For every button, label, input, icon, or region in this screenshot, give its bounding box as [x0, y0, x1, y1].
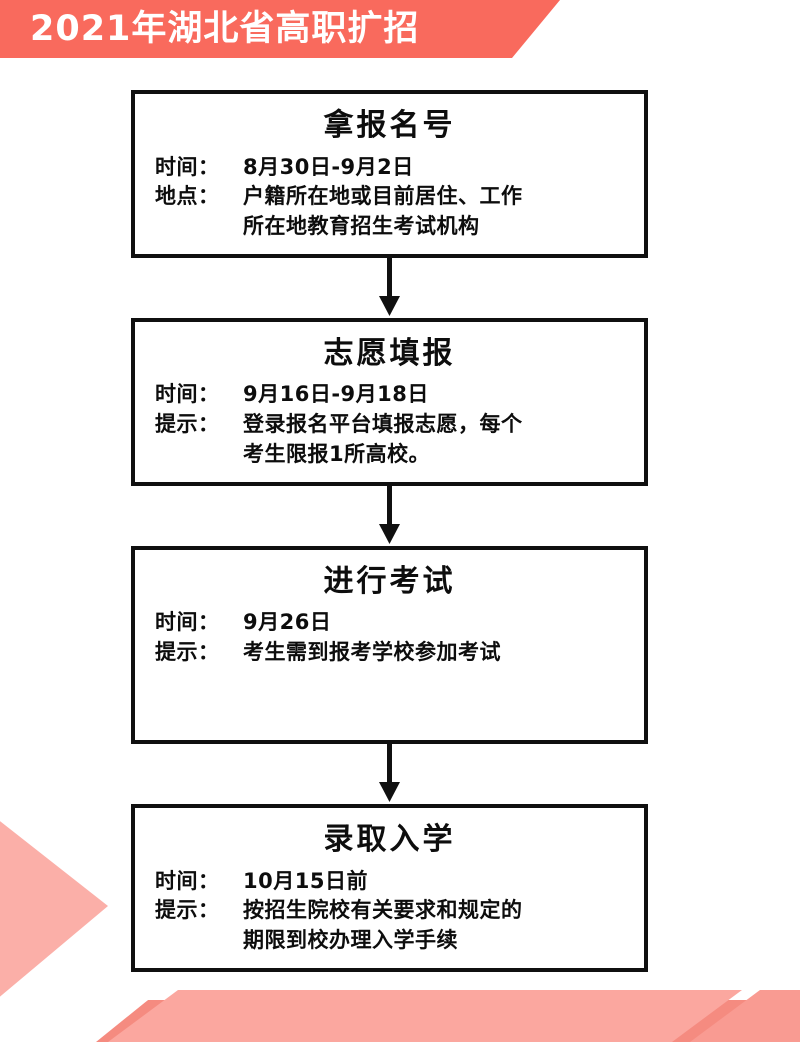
step-spacer — [155, 668, 630, 728]
row-label: 地点： — [155, 184, 220, 209]
row-value-line: 10月15日前 — [243, 868, 368, 893]
row-value-line: 考生限报1所高校。 — [243, 442, 431, 467]
down-arrow-icon — [379, 744, 400, 802]
bottom-band-under — [88, 1000, 800, 1042]
row-value-line: 9月16日-9月18日 — [243, 382, 429, 407]
row-value: 10月15日前 — [243, 867, 630, 897]
flow-connector-3 — [131, 744, 648, 804]
row-value-line: 户籍所在地或目前居住、工作 — [243, 184, 523, 209]
page-title: 2021年湖北省高职扩招 — [30, 9, 420, 49]
process-flow: 拿报名号 时间： 8月30日-9月2日 地点： 户籍所在地或目前居住、工作 所在… — [131, 90, 648, 972]
row-label: 提示： — [155, 898, 220, 923]
step-title-4: 录取入学 — [323, 822, 456, 857]
step-rows-2: 时间： 9月16日-9月18日 提示： 登录报名平台填报志愿，每个 考生限报1所… — [135, 380, 644, 469]
bottom-band-left-wedge — [0, 1000, 148, 1042]
row-value-line: 所在地教育招生考试机构 — [243, 214, 480, 239]
step-rows-1: 时间： 8月30日-9月2日 地点： 户籍所在地或目前居住、工作 所在地教育招生… — [135, 153, 644, 242]
pink-triangle-right-icon — [0, 821, 108, 997]
step-card-3: 进行考试 时间： 9月26日 提示： 考生需到报考学校参加考试 — [131, 545, 648, 744]
step-title-1: 拿报名号 — [323, 108, 456, 143]
step-row: 时间： 8月30日-9月2日 — [155, 153, 630, 183]
banner-shape — [0, 0, 560, 58]
row-value: 考生需到报考学校参加考试 — [243, 638, 630, 668]
step-row: 提示： 考生需到报考学校参加考试 — [155, 638, 630, 668]
row-label: 时间： — [155, 610, 220, 635]
row-value-line: 期限到校办理入学手续 — [243, 928, 458, 953]
step-title-3: 进行考试 — [323, 563, 456, 599]
step-row: 提示： 按招生院校有关要求和规定的 期限到校办理入学手续 — [155, 896, 630, 956]
row-value-line: 9月26日 — [243, 610, 332, 635]
step-rows-3: 时间： 9月26日 提示： 考生需到报考学校参加考试 — [135, 608, 644, 728]
row-value: 登录报名平台填报志愿，每个 考生限报1所高校。 — [243, 410, 630, 470]
row-label: 时间： — [155, 868, 220, 893]
row-label: 提示： — [155, 412, 220, 437]
down-arrow-icon — [379, 257, 400, 316]
flow-connector-1 — [131, 257, 648, 318]
row-value: 户籍所在地或目前居住、工作 所在地教育招生考试机构 — [243, 182, 630, 242]
row-value: 按招生院校有关要求和规定的 期限到校办理入学手续 — [243, 896, 630, 956]
down-arrow-icon — [379, 485, 400, 544]
step-row: 时间： 9月16日-9月18日 — [155, 380, 630, 410]
row-label: 时间： — [155, 382, 220, 407]
bottom-band-right — [690, 990, 800, 1042]
step-row: 地点： 户籍所在地或目前居住、工作 所在地教育招生考试机构 — [155, 182, 630, 242]
row-label: 提示： — [155, 640, 220, 665]
step-title-2: 志愿填报 — [323, 335, 456, 371]
header-banner: 2021年湖北省高职扩招 — [0, 0, 560, 58]
row-value-line: 8月30日-9月2日 — [243, 154, 414, 179]
step-row: 时间： 9月26日 — [155, 608, 630, 638]
step-rows-4: 时间： 10月15日前 提示： 按招生院校有关要求和规定的 期限到校办理入学手续 — [135, 867, 644, 956]
row-value: 8月30日-9月2日 — [243, 153, 630, 183]
row-value-line: 按招生院校有关要求和规定的 — [243, 898, 523, 923]
step-row: 提示： 登录报名平台填报志愿，每个 考生限报1所高校。 — [155, 410, 630, 470]
flow-connector-2 — [131, 485, 648, 546]
step-card-4: 录取入学 时间： 10月15日前 提示： 按招生院校有关要求和规定的 期限到校办… — [131, 804, 648, 972]
step-card-1: 拿报名号 时间： 8月30日-9月2日 地点： 户籍所在地或目前居住、工作 所在… — [131, 90, 648, 258]
row-value: 9月26日 — [243, 608, 630, 638]
bottom-band-main — [108, 990, 742, 1042]
row-label: 时间： — [155, 154, 220, 179]
step-card-2: 志愿填报 时间： 9月16日-9月18日 提示： 登录报名平台填报志愿，每个 考… — [131, 317, 648, 486]
row-value-line: 登录报名平台填报志愿，每个 — [243, 412, 523, 437]
step-row: 时间： 10月15日前 — [155, 867, 630, 897]
row-value: 9月16日-9月18日 — [243, 380, 630, 410]
row-value-line: 考生需到报考学校参加考试 — [243, 640, 501, 665]
